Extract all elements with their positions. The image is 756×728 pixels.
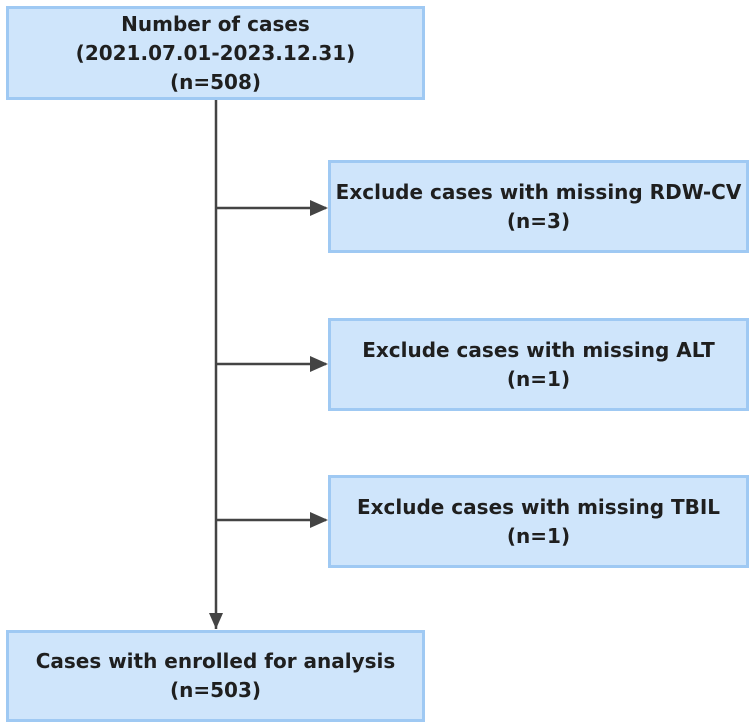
exclude-tbil-arrowhead <box>310 512 328 528</box>
exclude-rdw-box: Exclude cases with missing RDW-CV (n=3) <box>328 160 749 253</box>
exclude-rdw-label: Exclude cases with missing RDW-CV <box>335 179 742 204</box>
exclude-rdw-arrowhead <box>310 200 328 216</box>
final-label: Cases with enrolled for analysis <box>35 649 396 673</box>
exclude-rdw-count: (n=3) <box>506 208 571 233</box>
exclude-alt-box: Exclude cases with missing ALT (n=1) <box>328 318 749 411</box>
exclude-alt-label: Exclude cases with missing ALT <box>362 337 715 362</box>
start-count: (n=508) <box>169 69 262 94</box>
exclude-alt-arrowhead <box>310 356 328 372</box>
exclude-tbil-label: Exclude cases with missing TBIL <box>356 494 721 519</box>
start-date-range: (2021.07.01-2023.12.31) <box>75 40 356 65</box>
exclude-alt-count: (n=1) <box>506 366 571 391</box>
exclude-tbil-box: Exclude cases with missing TBIL (n=1) <box>328 475 749 568</box>
final-box: Cases with enrolled for analysis (n=503) <box>6 630 425 722</box>
exclude-tbil-count: (n=1) <box>506 523 571 548</box>
start-box: Number of cases (2021.07.01-2023.12.31) … <box>6 6 425 100</box>
final-count: (n=503) <box>169 678 262 702</box>
start-title: Number of cases <box>121 11 310 36</box>
